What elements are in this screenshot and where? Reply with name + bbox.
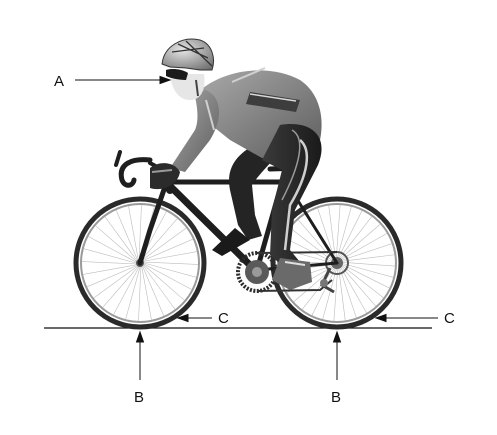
label-c-front: C bbox=[218, 310, 229, 327]
wheel-spoke bbox=[95, 225, 137, 262]
front-wheel bbox=[73, 196, 207, 330]
wheel-spoke bbox=[125, 266, 141, 320]
wheel-spoke bbox=[143, 263, 192, 290]
wheel-spoke bbox=[142, 266, 165, 317]
wheel-spoke bbox=[337, 210, 363, 260]
wheel-spoke bbox=[339, 233, 388, 261]
wheel-spoke bbox=[143, 262, 197, 278]
wheel-spoke bbox=[104, 216, 138, 261]
wheel-spoke bbox=[142, 227, 187, 261]
label-b-front: B bbox=[134, 389, 144, 406]
wheel-spoke bbox=[322, 266, 338, 320]
wheel-spoke bbox=[335, 205, 341, 260]
wheel-spoke bbox=[88, 236, 137, 263]
wheel-spoke bbox=[143, 238, 194, 261]
wheel-spoke bbox=[141, 266, 152, 320]
wheel-spoke bbox=[338, 266, 346, 321]
wheel-spoke bbox=[340, 261, 395, 267]
wheel-spoke bbox=[138, 205, 142, 260]
annotation-arrows bbox=[75, 75, 438, 380]
wheel-spoke bbox=[340, 264, 384, 298]
wheel-spoke bbox=[93, 265, 138, 299]
wheel-spoke bbox=[340, 243, 392, 262]
wheel-spoke bbox=[340, 254, 395, 262]
wheel-spoke bbox=[86, 265, 137, 288]
wheel-spoke bbox=[339, 224, 381, 260]
wheel-spoke bbox=[143, 264, 185, 301]
wheel-spoke bbox=[311, 266, 337, 316]
wheel-spoke bbox=[328, 205, 336, 260]
wheel-spoke bbox=[143, 261, 198, 265]
wheel-spoke bbox=[340, 265, 376, 307]
wheel-spoke bbox=[298, 219, 334, 261]
wheel-spoke bbox=[115, 209, 138, 260]
wheel-spoke bbox=[141, 218, 178, 260]
rider-back-leg bbox=[229, 140, 280, 240]
wheel-spoke bbox=[340, 263, 390, 289]
wheel-spoke bbox=[113, 266, 140, 315]
wheel-spoke bbox=[102, 266, 139, 308]
helmet bbox=[161, 38, 214, 71]
wheel-spoke bbox=[128, 206, 139, 260]
wheel-spoke bbox=[340, 262, 394, 278]
wheel-spoke bbox=[284, 237, 334, 263]
rider-front-leg bbox=[262, 124, 322, 269]
wheel-spoke bbox=[83, 264, 137, 275]
label-a: A bbox=[54, 73, 64, 90]
rider-arm bbox=[170, 90, 220, 172]
wheel-spoke bbox=[333, 266, 339, 321]
wheel-spoke bbox=[338, 216, 372, 260]
wheel-spoke bbox=[338, 266, 357, 318]
wheel-spoke bbox=[302, 266, 336, 310]
wheel-spoke bbox=[143, 251, 197, 262]
wheel-spoke bbox=[83, 248, 137, 264]
cyclist bbox=[150, 38, 322, 290]
wheel-spoke bbox=[138, 266, 142, 321]
label-b-rear: B bbox=[331, 389, 341, 406]
wheel-spoke bbox=[290, 228, 334, 262]
wheel-spoke bbox=[82, 261, 137, 265]
sunglasses bbox=[166, 69, 188, 80]
wheel-spoke bbox=[142, 265, 176, 310]
wheel-spoke bbox=[336, 206, 352, 260]
label-c-rear: C bbox=[444, 310, 455, 327]
wheel-spoke bbox=[339, 265, 367, 314]
